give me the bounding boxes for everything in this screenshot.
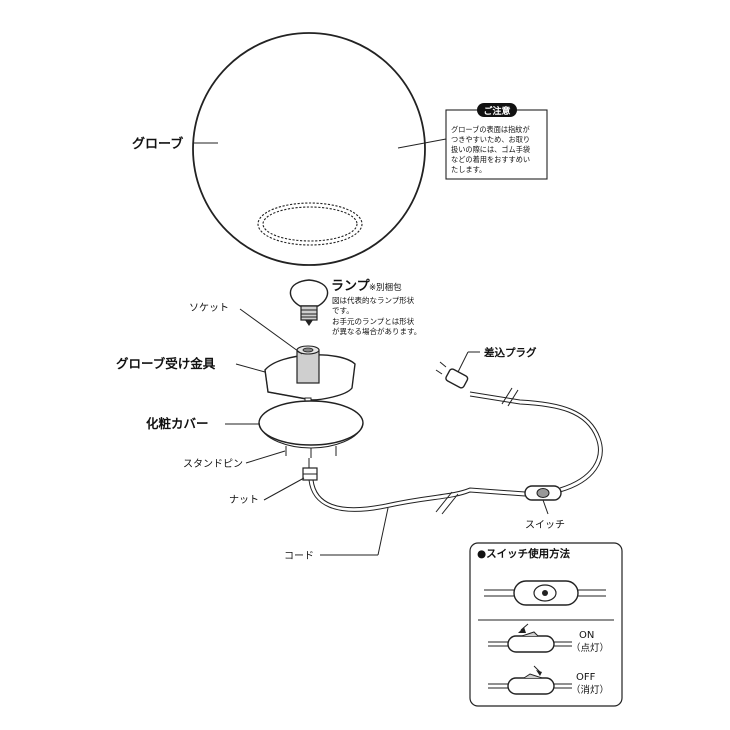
nut-label: ナット [229,494,259,506]
inline-switch [524,485,562,501]
caution-line-1: グローブの表面は指紋が [451,125,530,134]
power-plug [435,361,469,389]
switch-off-state [488,665,572,695]
lamp-note-4: が異なる場合があります。 [332,326,421,336]
lamp-bulb [289,279,329,326]
switch-leader [542,499,549,515]
switch-panel-title: ●スイッチ使用方法 [477,547,571,560]
switch-label: スイッチ [525,519,565,531]
decorative-cover [258,400,364,449]
plug-label: 差込プラグ [484,346,537,359]
stand-pin-leader [245,450,286,464]
press-arrow-icon [536,670,542,676]
plug-leader [457,351,469,373]
power-cord [308,387,603,515]
fitting-label: グローブ受け金具 [116,356,216,371]
lamp-note-2: です。 [332,306,354,315]
switch-closeup [484,580,606,606]
caution-line-5: たします。 [451,165,486,174]
nut-leader [263,477,305,501]
socket-leader [239,308,303,355]
off-label: OFF [576,672,596,683]
cord-leader [377,507,389,556]
switch-usage-panel: ●スイッチ使用方法 ON （点灯） [469,542,623,707]
caution-title: ご注意 [483,105,510,117]
cord-label: コード [284,551,314,562]
globe-label: グローブ [132,136,183,152]
lamp-note-3: お手元のランプとは形状 [332,316,415,326]
off-sub-label: （消灯） [571,684,609,696]
caution-line-4: などの着用をおすすめい [451,155,530,164]
on-sub-label: （点灯） [571,642,609,654]
caution-line-3: 扱いの際には、ゴム手袋 [451,145,530,154]
stand-pins [285,446,337,458]
nut [302,467,318,481]
socket [296,345,320,384]
switch-on-state [488,623,572,653]
lamp-separate-note: ※別梱包 [369,282,402,293]
press-arrow-icon [518,627,526,633]
fitting-leader [235,363,266,373]
stand-pin-label: スタンドピン [183,458,243,470]
lamp-note-1: 図は代表的なランプ形状 [332,295,415,305]
caution-leader [397,138,447,149]
socket-label: ソケット [189,302,229,314]
on-label: ON [579,630,594,641]
caution-line-2: つきやすいため、お取り [451,135,530,144]
caution-box: ご注意 グローブの表面は指紋が つきやすいため、お取り 扱いの際には、ゴム手袋 … [445,103,548,180]
globe [192,32,426,266]
lamp-label: ランプ [331,279,371,294]
cover-label: 化粧カバー [146,416,209,431]
